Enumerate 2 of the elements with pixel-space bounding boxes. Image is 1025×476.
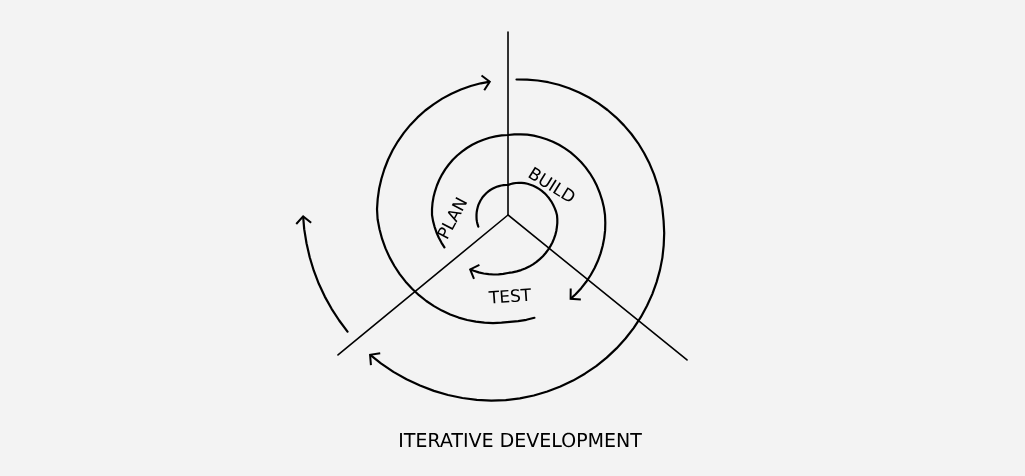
phase-label: TEST [488,288,531,304]
caption: ITERATIVE DEVELOPMENT [400,432,642,448]
